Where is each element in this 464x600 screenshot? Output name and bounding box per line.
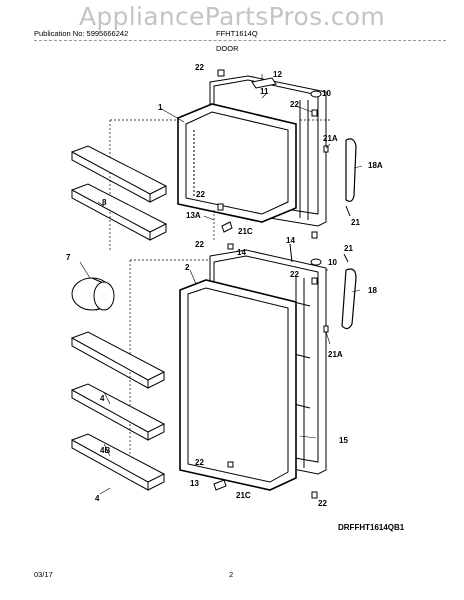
publication-number: Publication No: 5995666242 — [34, 29, 129, 38]
callout-22: 22 — [195, 458, 204, 467]
fresh-food-gasket — [179, 279, 297, 491]
callout-11: 11 — [260, 87, 269, 96]
callout-4: 4 — [100, 394, 105, 403]
dairy-bin — [71, 277, 115, 311]
callout-22: 22 — [290, 270, 299, 279]
callout-21: 21 — [351, 218, 360, 227]
callout-22: 22 — [195, 240, 204, 249]
callout-21c: 21C — [238, 227, 253, 236]
callout-2: 2 — [185, 263, 190, 272]
section-title: DOOR — [216, 44, 239, 53]
callout-7: 7 — [66, 253, 71, 262]
header-rule — [34, 40, 446, 41]
callout-22: 22 — [196, 190, 205, 199]
callout-13: 13 — [190, 479, 199, 488]
callout-13a: 13A — [186, 211, 201, 220]
watermark: AppliancePartsPros.com — [78, 2, 386, 31]
callout-22: 22 — [318, 499, 327, 508]
callout-4b: 4B — [100, 446, 111, 455]
footer-page: 2 — [229, 570, 234, 579]
freezer-gasket — [177, 103, 297, 223]
callout-21c: 21C — [236, 491, 251, 500]
callout-4: 4 — [95, 494, 100, 503]
callout-12: 12 — [273, 70, 282, 79]
fresh-food-door-shelves — [70, 331, 166, 491]
callout-22: 22 — [290, 100, 299, 109]
model-number: FFHT1614Q — [216, 29, 258, 38]
footer-date: 03/17 — [34, 570, 53, 579]
callout-22: 22 — [195, 63, 204, 72]
callout-21: 21 — [344, 244, 353, 253]
hardware-pieces — [213, 69, 351, 499]
door-handles — [341, 138, 357, 330]
leader-lines — [79, 74, 363, 495]
callout-8: 8 — [102, 198, 107, 207]
diagram-code: DRFFHT1614QB1 — [338, 523, 405, 532]
callout-10: 10 — [328, 258, 337, 267]
callout-14: 14 — [286, 236, 295, 245]
freezer-door-shelves — [70, 145, 168, 241]
callout-18a: 18A — [368, 161, 383, 170]
callout-15: 15 — [339, 436, 348, 445]
callout-21a: 21A — [328, 350, 343, 359]
callout-21a: 21A — [323, 134, 338, 143]
callout-18: 18 — [368, 286, 377, 295]
callout-14: 14 — [237, 248, 246, 257]
callout-10: 10 — [322, 89, 331, 98]
callout-1: 1 — [158, 103, 163, 112]
